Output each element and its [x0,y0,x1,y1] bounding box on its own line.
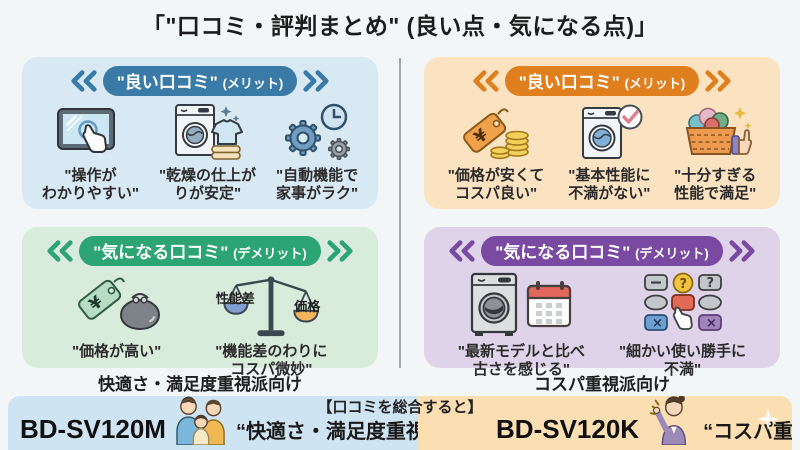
gears-clock-icon [279,100,355,164]
price-tag-coins-icon: ¥ [458,100,534,164]
model-name-left: BD-SV120M [20,413,166,444]
review-item: "十分すぎる 性能で満足" [674,100,756,204]
review-quote: "基本性能に 不満がない" [568,167,651,203]
review-item: "自動機能で 家事がラク" [276,100,358,204]
center-divider [399,58,401,368]
panel-title-pill: "良い口コミ" (メリット) [102,66,298,96]
panel-title-suffix: (デメリット) [635,246,709,261]
panel-title: "気になる口コミ" [93,243,229,262]
review-quote: "十分すぎる 性能で満足" [674,167,757,203]
panel-title-suffix: (メリット) [624,76,686,91]
panel-title-suffix: (デメリット) [233,246,307,261]
review-quote: "操作が わかりやすい" [41,167,140,203]
review-quote: "最新モデルと比べ 古さを感じる" [457,343,586,379]
panel-concern-reviews-right: "気になる口コミ" (デメリット) [424,227,780,378]
review-quote: "機能差のわりに コスパ微妙" [215,343,328,379]
scale-right-label: 価格 [294,299,321,314]
model-name-right: BD-SV120K [496,413,640,444]
review-items: "操作が わかりやすい" [22,100,378,204]
balance-scale-icon: 性能差 価格 [211,270,331,340]
panel-good-reviews-right: "良い口コミ" (メリット) ¥ [424,57,780,209]
svg-text:?: ? [706,276,714,291]
panel-concern-reviews-left: "気になる口コミ" (デメリット) ¥ [22,227,378,378]
panel-header: "気になる口コミ" (デメリット) [22,236,378,266]
review-items: "最新モデルと比べ 古さを感じる" ? ? × [424,270,780,380]
summary-heading: 【口コミを総合すると】 [317,399,483,416]
review-items: ¥ "価格が安くて コスパ良い" [424,100,780,204]
review-quote: "細かい使い勝手に 不満" [618,343,747,379]
buttons-grid-icon: ? ? × × [637,270,729,340]
review-quote: "自動機能で 家事がラク" [275,167,359,203]
chevron-left-icon [46,239,74,263]
panel-title-pill: "良い口コミ" (メリット) [504,66,700,96]
panel-title-pill: "気になる口コミ" (デメリット) [79,236,321,266]
summary-bar: BD-SV120M “快適さ・満足度重視” BD- [8,396,792,450]
sparkle-icon [756,407,780,436]
audience-label-right: コスパ重視派向け [534,375,670,394]
review-item: "基本性能に 不満がない" [568,100,650,204]
washer-check-icon [571,100,647,164]
review-item: "乾燥の仕上が りが安定" [159,100,256,204]
tablet-touch-icon [54,100,126,164]
svg-text:×: × [652,316,663,331]
chevron-left-icon [448,239,476,263]
svg-text:×: × [706,316,717,331]
panel-title: "良い口コミ" [116,73,218,92]
price-tag-purse-icon: ¥ [69,270,165,340]
page-title: 「"口コミ・評判まとめ" (良い点・気になる点)」 [141,13,659,39]
chevron-right-icon [326,239,354,263]
chevron-right-icon [704,69,732,93]
review-item: "最新モデルと比べ 古さを感じる" [458,270,585,380]
scale-left-label: 性能差 [215,291,255,306]
review-item: ? ? × × "細かい使い勝手に 不満" [619,270,746,380]
laundry-basket-thumbs-icon [677,100,753,164]
summary-left: BD-SV120M “快適さ・満足度重視” [8,396,436,450]
panel-title-suffix: (メリット) [222,76,284,91]
panel-good-reviews-left: "良い口コミ" (メリット) "操作が わ [22,57,378,209]
review-quote: "価格が高い" [72,343,162,360]
panel-header: "気になる口コミ" (デメリット) [424,236,780,266]
summary-right: BD-SV120K “コスパ重視” [418,396,792,450]
chevron-left-icon [70,69,98,93]
review-item: "操作が わかりやすい" [42,100,139,204]
panel-title-pill: "気になる口コミ" (デメリット) [481,236,723,266]
chevron-right-icon [302,69,330,93]
panel-title: "気になる口コミ" [495,243,631,262]
review-item: ¥ "価格が高い" [69,270,165,361]
review-items: ¥ "価格が高い" [22,270,378,380]
verdict-left: “快適さ・満足度重視” [235,420,436,443]
panel-header: "良い口コミ" (メリット) [424,66,780,96]
review-item: ¥ "価格が安くて コスパ良い" [447,100,545,204]
panel-header: "良い口コミ" (メリット) [22,66,378,96]
family-icon [172,396,230,450]
chevron-left-icon [472,69,500,93]
woman-pointing-icon [645,396,697,450]
audience-label-left: 快適さ・満足度重視派向け [98,375,302,394]
panel-title: "良い口コミ" [518,73,620,92]
review-quote: "価格が安くて コスパ良い" [447,167,545,203]
washer-shirt-icon [170,100,246,164]
verdict-right: “コスパ重視” [703,420,792,443]
review-item: 性能差 価格 "機能差のわりに コスパ微妙" [211,270,331,380]
svg-text:?: ? [679,277,687,292]
review-quote: "乾燥の仕上が りが安定" [158,167,257,203]
washer-calendar-icon [466,270,576,340]
chevron-right-icon [728,239,756,263]
